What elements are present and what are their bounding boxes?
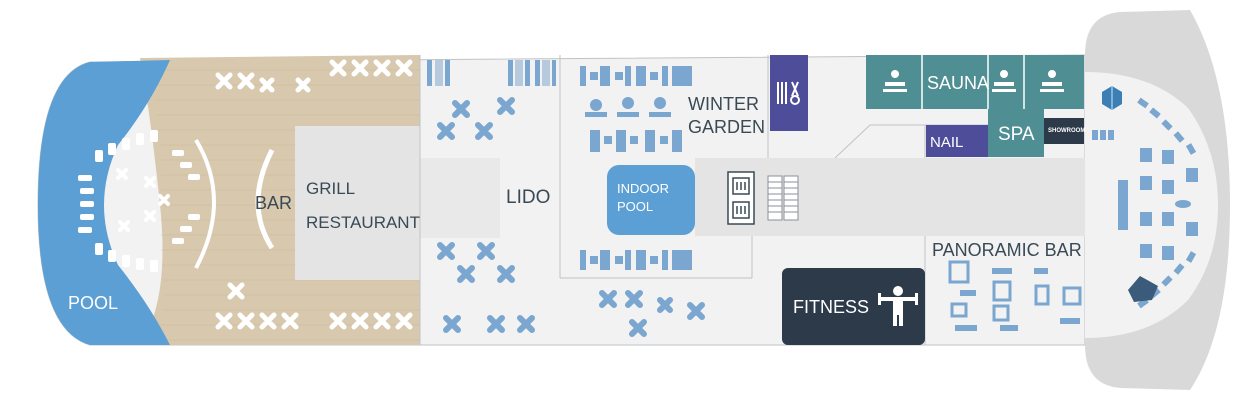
winter-garden-tables [580,66,692,270]
cube-icon [1102,86,1122,110]
bow-lounge [1085,72,1218,338]
panoramic-bar-tables [948,260,1114,331]
deck-chairs [78,130,216,272]
bar-label: BAR [255,193,293,213]
lido-label: LIDO [506,187,551,208]
winter-garden-label-1: WINTER [688,94,759,114]
stairs-icon [767,175,799,221]
grill-restaurant-area [295,126,420,280]
grill-corridor [420,158,500,238]
bar-counter [255,148,275,250]
nail-room [926,125,988,157]
grill-label: GRILL [306,179,356,198]
barber-icon [777,81,800,105]
massage-icon [883,70,1064,92]
elevator-icon [727,171,755,225]
barber-room [770,55,808,131]
fitness-label: FITNESS [793,297,870,317]
indoor-pool-label-2: POOL [617,199,654,214]
spa-reception [988,109,1044,157]
sauna-label: SAUNA [927,73,990,93]
showroom-label: SHOWROOM [1048,128,1086,134]
spa-label: SPA [998,124,1035,145]
piano-icon [1128,276,1158,302]
deck-planks [150,69,420,341]
lido-tables [427,60,705,337]
aft-pool [38,60,170,345]
fitness-room [782,268,925,345]
weightlifter-icon [878,286,918,326]
winter-garden-label-2: GARDEN [688,117,766,137]
central-atrium [695,158,1113,236]
deck-sunbeds [215,59,413,330]
showroom [1044,118,1084,144]
aft-pool-label: POOL [68,293,119,313]
restaurant-label: RESTAURANT [306,213,420,232]
indoor-pool [607,165,695,235]
panoramic-bar-label: PANORAMIC BAR [932,240,1082,260]
bow-lounge-seating [1092,97,1198,309]
spa-dividers [921,55,1025,109]
nail-label: NAIL [930,134,964,151]
indoor-pool-label-1: INDOOR [617,181,669,196]
